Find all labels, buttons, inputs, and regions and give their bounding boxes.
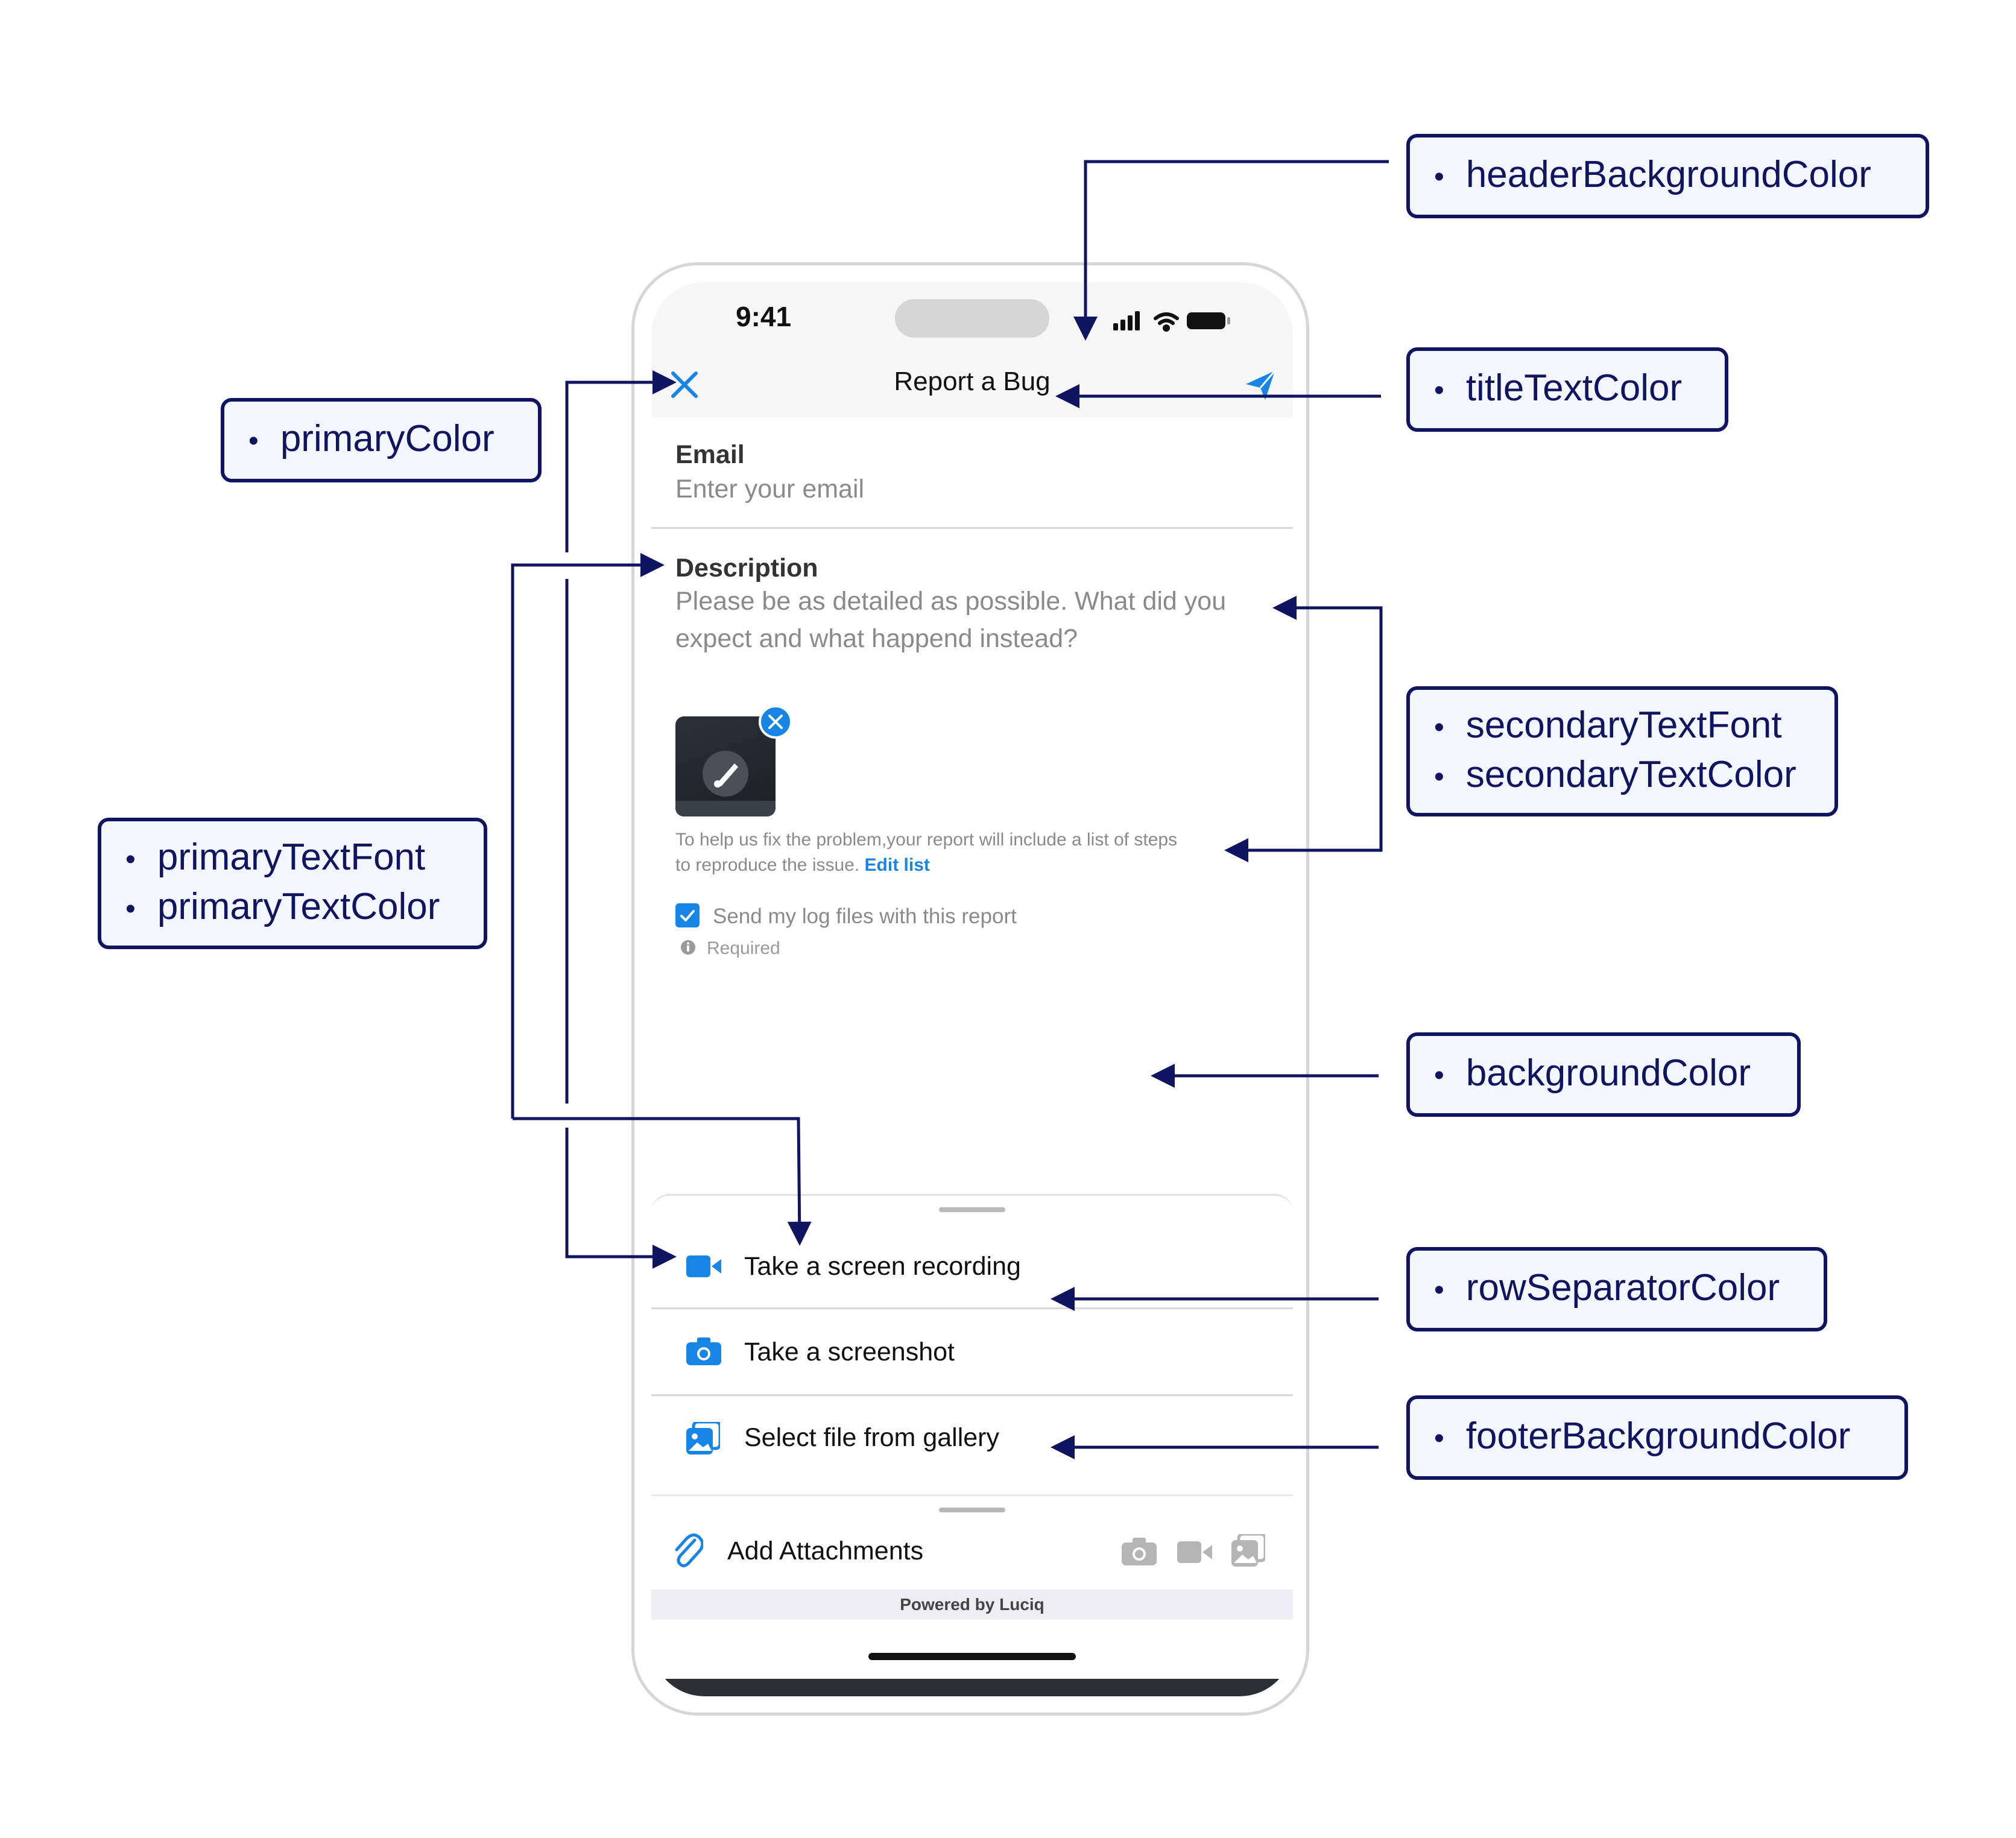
annotation-footer-background-color: footerBackgroundColor: [1406, 1395, 1908, 1480]
help-text: To help us fix the problem,your report w…: [675, 827, 1177, 878]
help-text-line-2: to reproduce the issue.: [675, 855, 860, 875]
row-screenshot[interactable]: Take a screenshot: [651, 1311, 1293, 1395]
footer-top-border: [651, 1494, 1293, 1496]
row-gallery[interactable]: Select file from gallery: [651, 1398, 1293, 1482]
annotation-title-text-color: titleTextColor: [1406, 347, 1728, 432]
annotation-label: headerBackgroundColor: [1434, 151, 1901, 201]
status-icons: [1113, 311, 1230, 332]
sheet-handle[interactable]: [939, 1207, 1005, 1212]
footer-camera-icon[interactable]: [1122, 1538, 1157, 1565]
footer-gallery-icon[interactable]: [1231, 1534, 1265, 1568]
status-time: 9:41: [736, 301, 792, 332]
annotation-label: primaryTextFont: [125, 834, 460, 883]
paperclip-icon: [675, 1533, 703, 1568]
footer-video-icon[interactable]: [1177, 1540, 1212, 1564]
annotation-label: primaryColor: [248, 415, 514, 465]
required-label: Required: [707, 938, 780, 958]
log-files-checkbox[interactable]: [675, 903, 700, 927]
help-text-line-1: To help us fix the problem,your report w…: [675, 830, 1178, 850]
remove-screenshot-icon[interactable]: [758, 704, 793, 739]
signal-icon: [1113, 311, 1140, 330]
battery-icon: [1187, 312, 1230, 329]
annotation-label: backgroundColor: [1434, 1050, 1773, 1099]
gallery-icon: [686, 1422, 720, 1454]
row-label: Take a screen recording: [744, 1252, 1021, 1281]
powered-by-text: Powered by Luciq: [900, 1595, 1044, 1614]
log-files-label: Send my log files with this report: [713, 905, 1017, 928]
annotation-primary-text: primaryTextFont primaryTextColor: [98, 818, 487, 949]
close-icon[interactable]: [663, 364, 706, 406]
footer-handle[interactable]: [939, 1508, 1005, 1512]
annotation-header-background-color: headerBackgroundColor: [1406, 134, 1929, 218]
row-label: Select file from gallery: [744, 1423, 999, 1452]
row-separator: [651, 1394, 1293, 1396]
annotation-background-color: backgroundColor: [1406, 1032, 1801, 1117]
annotation-row-separator-color: rowSeparatorColor: [1406, 1247, 1827, 1331]
description-field[interactable]: Please be as detailed as possible. What …: [675, 583, 1226, 657]
annotation-label: primaryTextColor: [125, 883, 460, 933]
send-icon[interactable]: [1239, 364, 1281, 406]
edit-list-link[interactable]: Edit list: [864, 855, 930, 875]
field-separator: [651, 527, 1293, 529]
bottom-edge: [651, 1679, 1293, 1696]
annotation-label: secondaryTextColor: [1434, 751, 1810, 801]
annotation-label: secondaryTextFont: [1434, 702, 1810, 751]
dynamic-island: [895, 299, 1049, 338]
screenshot-thumbnail[interactable]: [675, 716, 776, 816]
email-label: Email: [675, 440, 745, 469]
page-title: Report a Bug: [894, 367, 1051, 396]
annotation-secondary-text: secondaryTextFont secondaryTextColor: [1406, 686, 1838, 816]
row-separator: [651, 1307, 1293, 1309]
add-attachments-label[interactable]: Add Attachments: [727, 1536, 924, 1565]
row-screen-recording[interactable]: Take a screen recording: [651, 1224, 1293, 1309]
description-placeholder-1: Please be as detailed as possible. What …: [675, 587, 1227, 616]
annotation-label: footerBackgroundColor: [1434, 1413, 1880, 1462]
wifi-icon: [1154, 312, 1179, 332]
info-icon: [681, 940, 695, 955]
annotation-label: titleTextColor: [1434, 365, 1701, 414]
home-indicator: [868, 1653, 1076, 1660]
email-field[interactable]: Enter your email: [675, 475, 865, 504]
video-camera-icon: [686, 1255, 721, 1277]
camera-icon: [686, 1337, 721, 1365]
description-label: Description: [675, 554, 818, 583]
annotation-primary-color: primaryColor: [221, 398, 542, 482]
powered-by-bar: Powered by Luciq: [651, 1590, 1293, 1620]
row-label: Take a screenshot: [744, 1337, 955, 1366]
annotation-label: rowSeparatorColor: [1434, 1265, 1800, 1314]
description-placeholder-2: expect and what happend instead?: [675, 624, 1078, 653]
